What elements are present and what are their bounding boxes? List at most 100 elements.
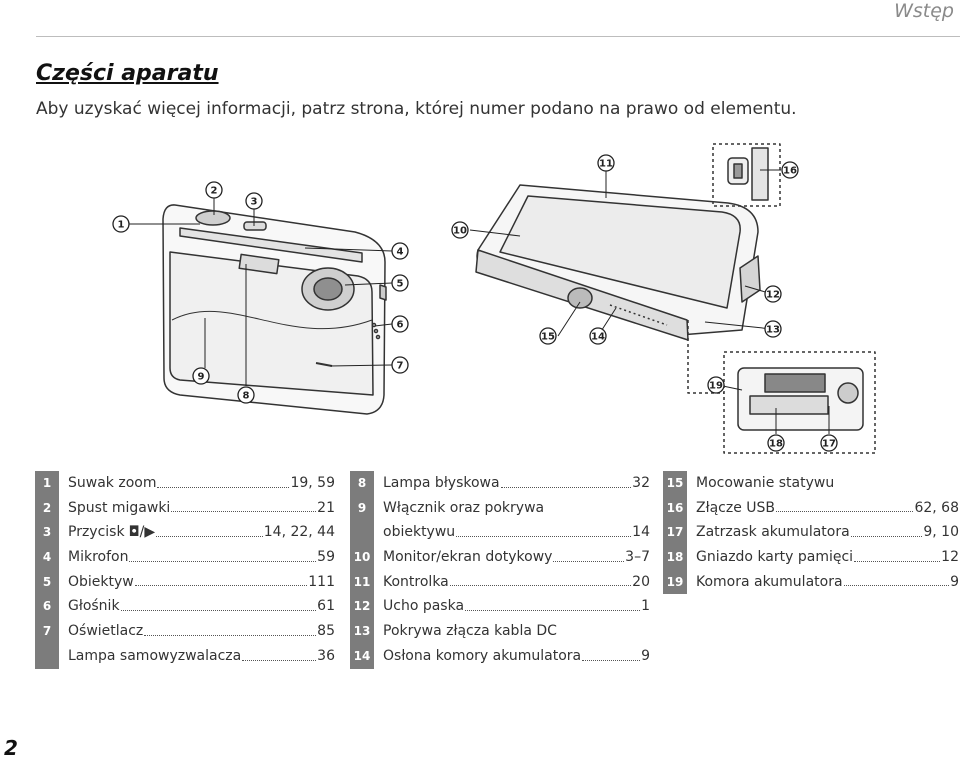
camera-back-drawing <box>475 184 761 341</box>
part-number: 9 <box>350 495 374 521</box>
callout-7-text: 7 <box>397 361 404 372</box>
part-label: obiektywu <box>383 524 456 541</box>
callout-5: 5 <box>391 274 409 292</box>
callout-4: 4 <box>391 242 409 260</box>
part-label: Lampa błyskowa <box>383 475 500 491</box>
part-row: Lampa samowyzwalacza 36 <box>35 643 335 669</box>
part-label: Gniazdo karty pamięci <box>696 549 854 566</box>
part-number: 13 <box>350 619 374 644</box>
part-number <box>350 520 374 546</box>
part-page: 1 <box>641 598 650 615</box>
camera-play-icon: ◘/▶ <box>128 524 156 541</box>
callout-1-text: 1 <box>118 220 125 231</box>
callout-14: 14 <box>589 327 607 345</box>
part-label: Suwak zoom <box>68 475 157 491</box>
part-row: 3 Przycisk◘/▶ 14, 22, 44 <box>35 520 335 546</box>
part-row: 19 Komora akumulatora 9 <box>663 569 959 595</box>
part-number: 16 <box>663 495 687 521</box>
part-label: Mocowanie statywu <box>696 475 835 491</box>
part-label: Głośnik <box>68 598 120 615</box>
part-number: 19 <box>663 569 687 595</box>
part-page: 9 <box>950 573 959 590</box>
part-number <box>35 643 59 669</box>
part-page: 14, 22, 44 <box>263 524 335 541</box>
camera-front-drawing <box>162 204 387 415</box>
part-number: 5 <box>35 569 59 595</box>
part-label: Lampa samowyzwalacza <box>68 647 242 664</box>
usb-inset-drawing <box>712 143 781 207</box>
callout-17-text: 17 <box>822 439 836 450</box>
callout-15-text: 15 <box>541 332 555 343</box>
part-page: 21 <box>317 499 335 516</box>
part-label: Osłona komory akumulatora <box>383 647 582 664</box>
callout-7: 7 <box>391 356 409 374</box>
callout-6: 6 <box>391 315 409 333</box>
part-page: 36 <box>317 647 335 664</box>
part-row: obiektywu 14 <box>350 520 650 546</box>
part-label: Mikrofon <box>68 549 129 566</box>
part-label: Złącze USB <box>696 499 775 516</box>
part-number: 4 <box>35 545 59 570</box>
callout-16: 16 <box>781 161 799 179</box>
callout-10: 10 <box>451 221 469 239</box>
page-title: Części aparatu <box>36 61 219 86</box>
part-page: 111 <box>308 573 335 590</box>
part-number: 6 <box>35 594 59 620</box>
callout-10-text: 10 <box>453 226 467 237</box>
part-number: 10 <box>350 545 374 570</box>
callout-12-text: 12 <box>766 290 780 301</box>
part-page: 19, 59 <box>290 475 335 491</box>
part-row: 5 Obiektyw 111 <box>35 569 335 595</box>
part-label: Komora akumulatora <box>696 573 843 590</box>
callout-12: 12 <box>764 285 782 303</box>
callout-2-text: 2 <box>211 186 218 197</box>
part-label: Spust migawki <box>68 499 171 516</box>
callout-11-text: 11 <box>599 159 613 170</box>
page-number: 2 <box>4 736 18 760</box>
part-number: 2 <box>35 495 59 521</box>
callout-8-text: 8 <box>243 391 250 402</box>
part-row: 9 Włącznik oraz pokrywa <box>350 495 650 521</box>
section-header: Wstęp <box>894 0 954 22</box>
part-label: Włącznik oraz pokrywa <box>383 499 545 516</box>
part-label: Przycisk <box>68 524 125 541</box>
battery-inset-drawing <box>687 320 876 454</box>
part-label: Oświetlacz <box>68 623 144 640</box>
part-label: Kontrolka <box>383 573 449 590</box>
part-page: 3–7 <box>625 549 650 566</box>
callout-1: 1 <box>112 215 130 233</box>
part-number: 14 <box>350 643 374 669</box>
callout-13-text: 13 <box>766 325 780 336</box>
part-page: 61 <box>317 598 335 615</box>
part-number: 17 <box>663 520 687 546</box>
part-page: 85 <box>317 623 335 640</box>
callout-13: 13 <box>764 320 782 338</box>
callout-11: 11 <box>597 154 615 172</box>
callout-5-text: 5 <box>397 279 404 290</box>
part-label: Obiektyw <box>68 573 134 590</box>
part-number: 3 <box>35 520 59 546</box>
callout-3: 3 <box>245 192 263 210</box>
callout-2: 2 <box>205 181 223 199</box>
part-page: 14 <box>632 524 650 541</box>
callout-8: 8 <box>237 386 255 404</box>
part-number: 11 <box>350 569 374 595</box>
callout-9: 9 <box>192 367 210 385</box>
part-page: 32 <box>632 475 650 491</box>
callout-17: 17 <box>820 434 838 452</box>
callout-14-text: 14 <box>591 332 605 343</box>
callout-3-text: 3 <box>251 197 258 208</box>
part-page: 12 <box>941 549 959 566</box>
callout-4-text: 4 <box>397 247 404 258</box>
part-number: 18 <box>663 545 687 570</box>
